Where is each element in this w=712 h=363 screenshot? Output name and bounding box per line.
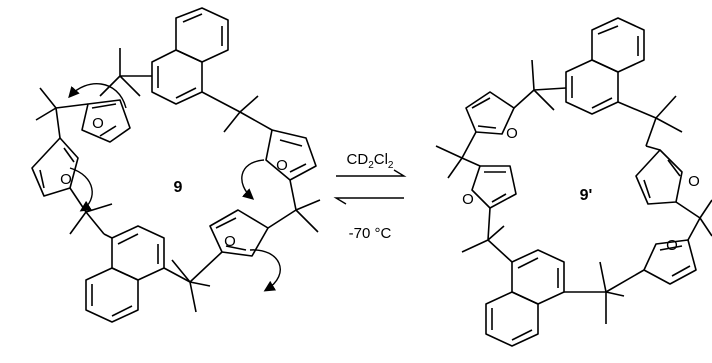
oxygen-atom: O <box>224 233 236 250</box>
furan-lower-right-prime <box>643 239 697 285</box>
right-oxygen-labels: O O O O <box>462 125 700 254</box>
furan-middle-left-prime <box>471 165 517 209</box>
furan-right-prime <box>635 149 683 205</box>
solvent-label: CD2Cl2 <box>347 151 394 171</box>
curved-arrows <box>68 83 281 292</box>
naphthalene-bottom-left <box>85 225 165 323</box>
oxygen-atom: O <box>462 191 474 208</box>
naphthalene-bottom-right <box>485 249 565 347</box>
compound-label-9: 9 <box>174 179 183 196</box>
oxygen-atom: O <box>60 171 72 188</box>
molecule-9 <box>31 7 321 323</box>
oxygen-atom: O <box>688 173 700 190</box>
oxygen-atom: O <box>92 115 104 132</box>
equilibrium-arrows <box>333 169 407 205</box>
oxygen-atom: O <box>506 125 518 142</box>
furan-middle-left <box>31 137 79 197</box>
left-oxygen-labels: O O O O <box>60 115 288 250</box>
furan-top-left-prime <box>465 91 515 135</box>
furan-lower-right <box>209 209 269 257</box>
molecule-9-prime <box>435 17 712 347</box>
furan-upper-right <box>265 129 317 181</box>
compound-label-9-prime: 9' <box>580 187 593 204</box>
oxygen-atom: O <box>666 237 678 254</box>
naphthalene-top-left <box>151 7 229 105</box>
furan-upper-left <box>81 99 131 143</box>
temperature-label: -70 °C <box>349 225 392 242</box>
naphthalene-top-right <box>565 17 645 115</box>
oxygen-atom: O <box>276 157 288 174</box>
